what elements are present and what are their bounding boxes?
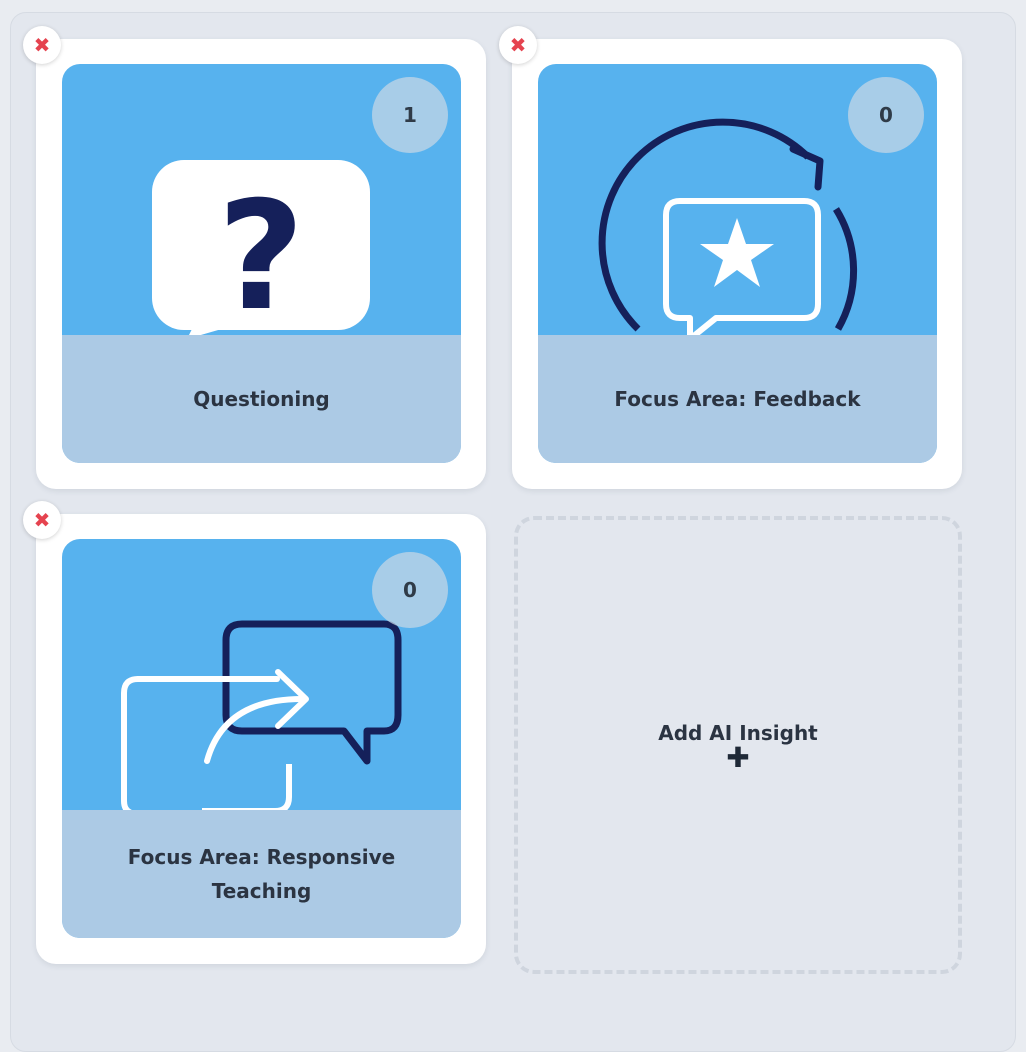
card-label: Focus Area: Responsive Teaching (127, 845, 396, 903)
card-caption: Questioning (62, 335, 461, 463)
count-badge: 1 (372, 77, 448, 153)
card-tile[interactable]: Focus Area: Responsive Teaching 0 (62, 539, 461, 938)
question-bubble-icon: ? (152, 160, 370, 335)
card-label: Focus Area: Feedback (614, 387, 861, 411)
add-ai-insight-button[interactable]: Add AI Insight ✚ (514, 516, 962, 974)
card-tile[interactable]: Focus Area: Feedback 0 (538, 64, 937, 463)
remove-button[interactable]: ✖ (499, 26, 537, 64)
count-badge: 0 (372, 552, 448, 628)
insight-card-responsive-teaching[interactable]: Focus Area: Responsive Teaching 0 ✖ (23, 501, 486, 964)
card-caption: Focus Area: Feedback (538, 335, 937, 463)
card-label: Questioning (193, 387, 330, 411)
add-ai-insight-label: Add AI Insight (658, 721, 818, 745)
card-caption: Focus Area: Responsive Teaching (62, 810, 461, 938)
insight-card-feedback[interactable]: Focus Area: Feedback 0 ✖ (499, 26, 962, 489)
svg-text:?: ? (217, 170, 304, 335)
insight-card-questioning[interactable]: ? Questioning 1 ✖ (23, 26, 486, 489)
remove-button[interactable]: ✖ (23, 501, 61, 539)
card-tile[interactable]: ? Questioning 1 (62, 64, 461, 463)
plus-icon: ✚ (726, 741, 750, 774)
responsive-chat-icon (121, 620, 402, 810)
count-badge: 0 (848, 77, 924, 153)
feedback-star-icon (598, 118, 858, 335)
remove-button[interactable]: ✖ (23, 26, 61, 64)
